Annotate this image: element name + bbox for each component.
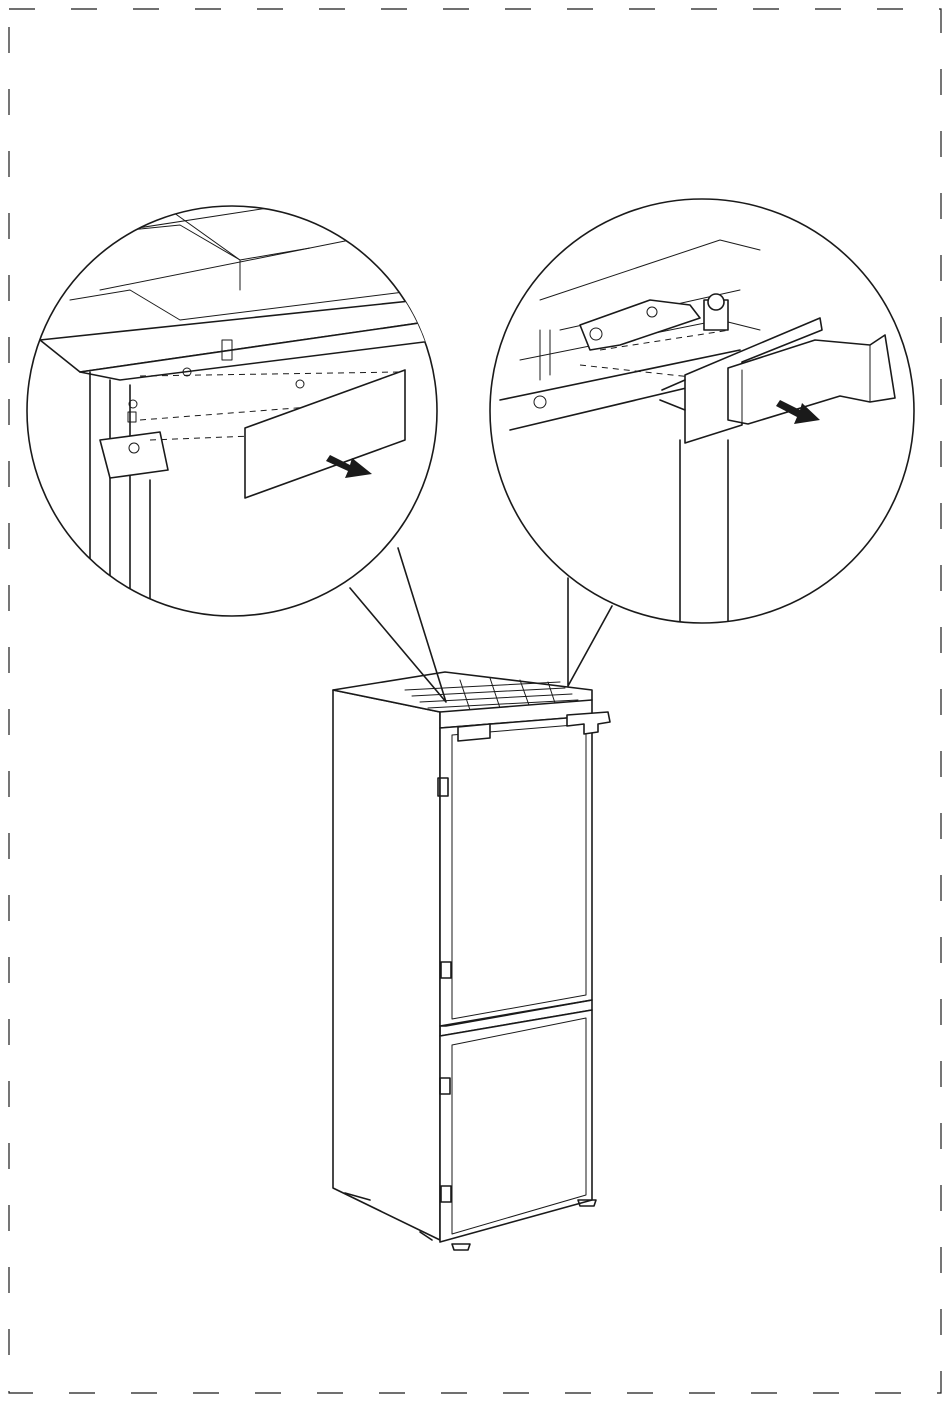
freezer-door xyxy=(440,1010,592,1242)
fridge-freezer-appliance xyxy=(333,672,610,1250)
fridge-door xyxy=(440,716,592,1026)
left-detail-callout xyxy=(27,200,446,702)
right-detail-callout xyxy=(490,199,914,686)
